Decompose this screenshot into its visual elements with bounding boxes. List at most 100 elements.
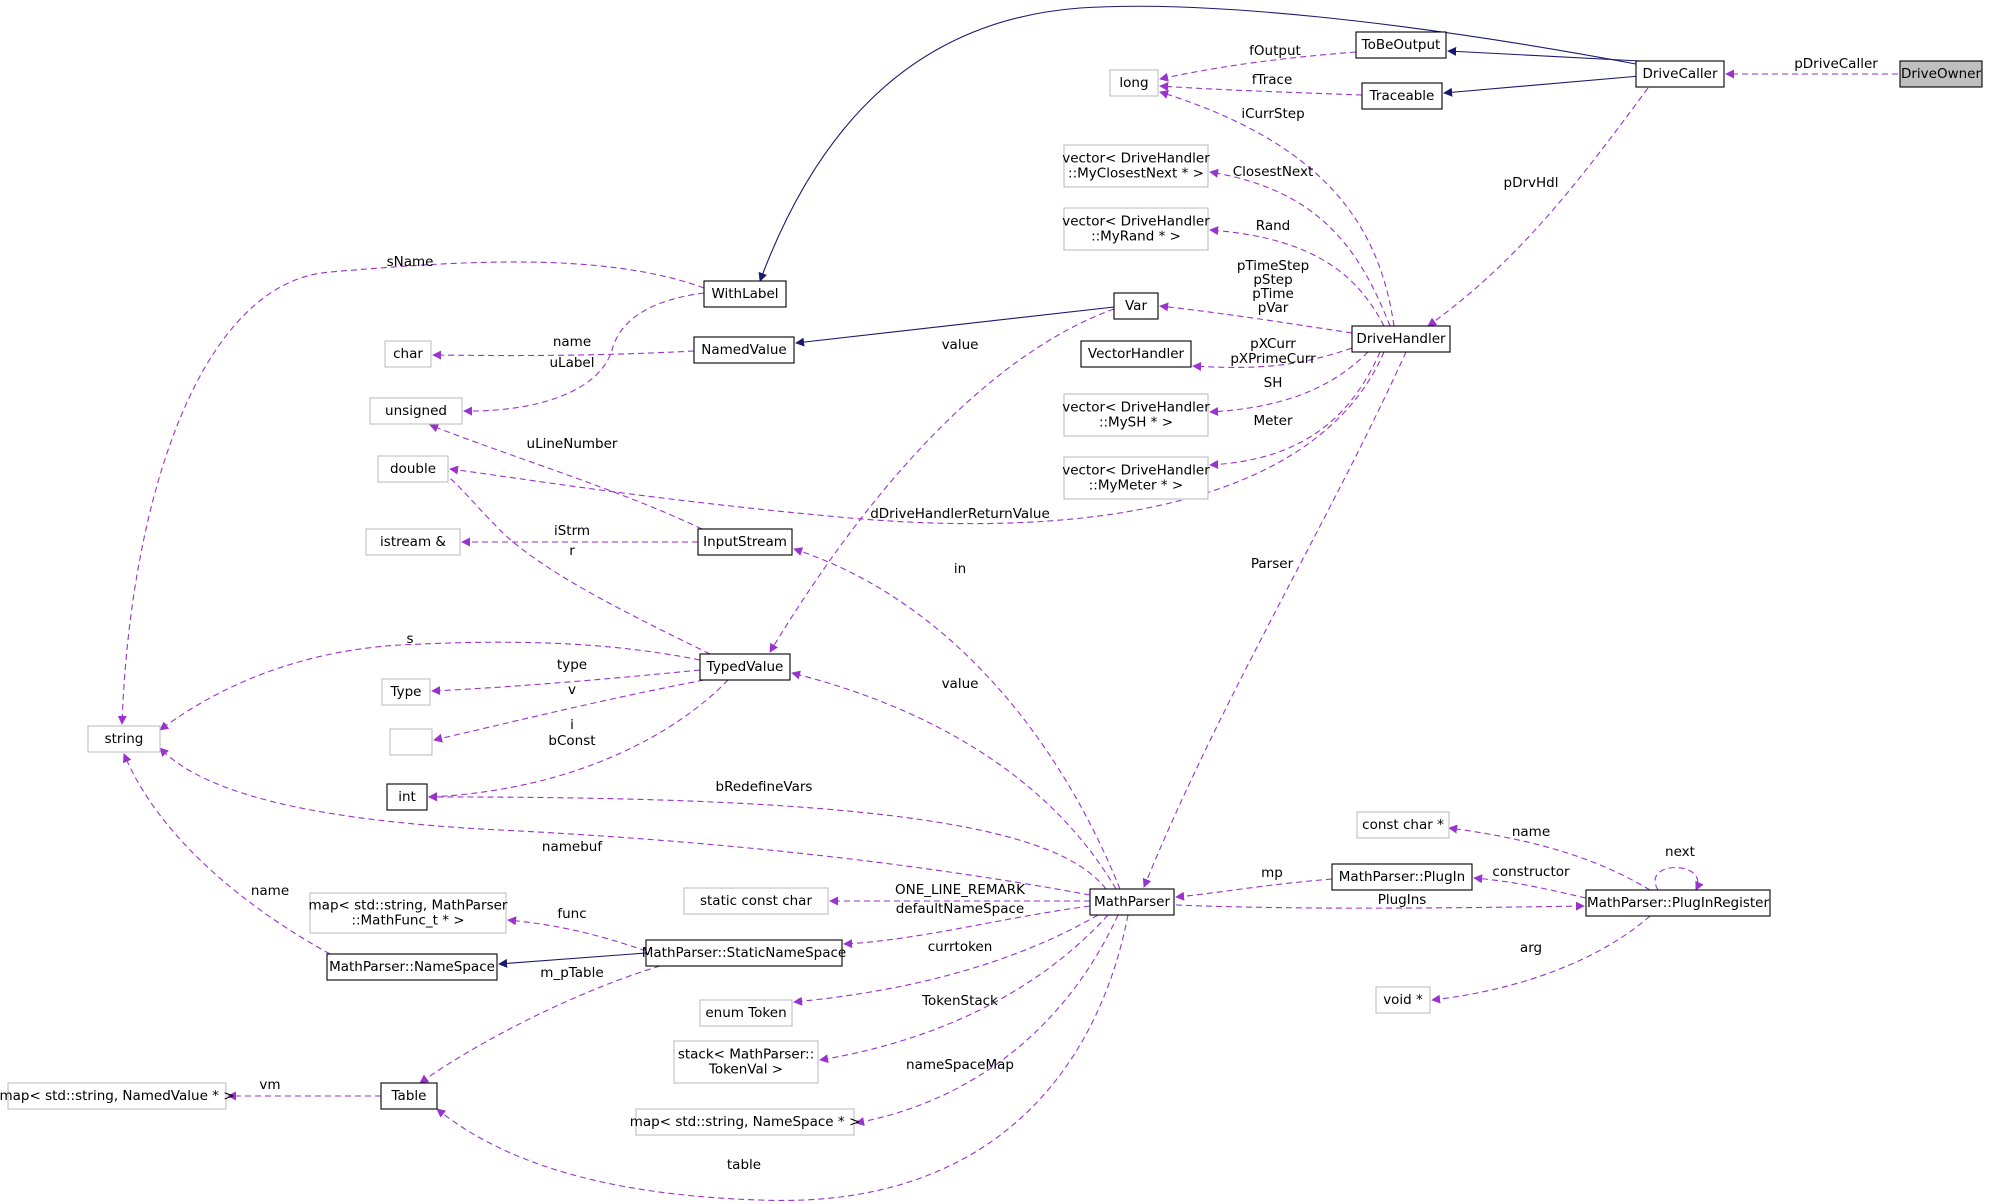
edge-label-type: type — [557, 657, 587, 673]
node-box — [381, 678, 431, 706]
node-int[interactable]: int — [386, 783, 428, 811]
node-label: map< std::string, NameSpace * > — [630, 1114, 861, 1130]
node-label: MathParser — [1094, 894, 1170, 910]
edge-label-defaultnamespace: defaultNameSpace — [896, 901, 1024, 917]
node-long: long — [1109, 69, 1159, 97]
usage-edge-in — [793, 547, 1121, 890]
edge-label-namebuf: namebuf — [542, 839, 603, 855]
node-label: vector< DriveHandler — [1062, 151, 1210, 167]
node-box — [1089, 888, 1175, 916]
node-vecsh: vector< DriveHandler::MySH * > — [1062, 393, 1210, 437]
node-label: Var — [1125, 298, 1147, 314]
node-pluginregister[interactable]: MathParser::PlugInRegister — [1585, 889, 1771, 917]
node-box — [377, 455, 449, 483]
node-vecmeter: vector< DriveHandler::MyMeter * > — [1062, 456, 1210, 500]
node-string: string — [87, 725, 161, 753]
node-box — [1063, 207, 1209, 251]
node-plugin[interactable]: MathParser::PlugIn — [1331, 863, 1473, 891]
node-box — [1355, 31, 1447, 59]
edge-labels-layer: pDriveCallerfOutputfTracepDrvHdliCurrSte… — [251, 43, 1878, 1173]
edge-label-istrm: iStrm — [554, 523, 590, 539]
node-label: MathParser::StaticNameSpace — [642, 945, 846, 961]
edge-label-tokenstack: TokenStack — [921, 993, 998, 1009]
node-istream: istream & — [365, 528, 461, 556]
usage-edge-tokenstack — [819, 914, 1109, 1064]
node-label: MathParser::NameSpace — [329, 959, 495, 975]
edge-label-v: v — [568, 682, 576, 698]
usage-edge-type — [431, 669, 701, 696]
node-tobeoutput[interactable]: ToBeOutput — [1355, 31, 1447, 59]
node-label: ::MathFunc_t * > — [351, 913, 464, 929]
edge-label-plugins: PlugIns — [1378, 892, 1427, 908]
node-drivehandler[interactable]: DriveHandler — [1351, 325, 1451, 353]
node-box — [1375, 986, 1431, 1014]
node-vecrand: vector< DriveHandler::MyRand * > — [1062, 207, 1210, 251]
usage-edge-name-char — [432, 350, 695, 360]
node-label: unsigned — [385, 403, 447, 419]
node-stacktoken: stack< MathParser::TokenVal > — [673, 1040, 819, 1084]
node-traceable[interactable]: Traceable — [1361, 82, 1443, 110]
node-vectorhandler[interactable]: VectorHandler — [1080, 340, 1192, 368]
node-table[interactable]: Table — [380, 1082, 438, 1110]
usage-edge-closestnext — [1209, 168, 1391, 327]
node-namedvalue[interactable]: NamedValue — [693, 336, 795, 364]
node-staticnamespace[interactable]: MathParser::StaticNameSpace — [642, 939, 846, 967]
node-label: Table — [391, 1088, 427, 1104]
node-type: Type — [381, 678, 431, 706]
usage-edge-func — [507, 916, 647, 952]
node-var[interactable]: Var — [1113, 292, 1159, 320]
node-label: ToBeOutput — [1361, 37, 1441, 53]
edge-label-pvar: pVar — [1258, 300, 1289, 316]
edge-label-table: table — [727, 1157, 761, 1173]
node-mapnamedvalue: map< std::string, NamedValue * > — [0, 1082, 235, 1110]
edge-label-value: value — [942, 337, 979, 353]
node-box — [386, 783, 428, 811]
node-label: VectorHandler — [1088, 346, 1185, 362]
node-box — [1635, 60, 1725, 88]
usage-edge-r — [439, 469, 711, 655]
node-label: ::MyRand * > — [1091, 229, 1181, 245]
edges-layer — [117, 5, 1898, 1201]
usage-edge-ddhrv — [449, 351, 1385, 525]
node-withlabel[interactable]: WithLabel — [703, 280, 787, 308]
node-box — [1080, 340, 1192, 368]
edge-label-namespacemap: nameSpaceMap — [906, 1057, 1014, 1073]
node-box — [384, 340, 432, 368]
node-enumtoken: enum Token — [699, 999, 793, 1027]
edge-label-ulinenumber: uLineNumber — [527, 436, 618, 452]
usage-edge-ulabel — [463, 292, 705, 416]
node-box — [683, 887, 829, 915]
node-typedvalue[interactable]: TypedValue — [699, 653, 791, 681]
usage-edge-name-ns — [122, 753, 331, 955]
node-drivecaller[interactable]: DriveCaller — [1635, 60, 1725, 88]
usage-edge-next — [1654, 866, 1704, 891]
node-mathparser[interactable]: MathParser — [1089, 888, 1175, 916]
node-box — [326, 953, 498, 981]
node-mapnamespace: map< std::string, NameSpace * > — [630, 1108, 861, 1136]
node-label: WithLabel — [711, 286, 778, 302]
node-box — [1351, 325, 1451, 353]
edge-label-name: name — [251, 883, 289, 899]
node-namespace[interactable]: MathParser::NameSpace — [326, 953, 498, 981]
node-box — [1063, 144, 1209, 188]
usage-edge-var — [1159, 302, 1353, 334]
edge-label-ftrace: fTrace — [1252, 72, 1293, 88]
node-unsigned: unsigned — [369, 397, 463, 425]
usage-edge-constructor — [1473, 874, 1587, 899]
inheritance-edge-inh-namespace — [498, 952, 647, 968]
node-box — [87, 725, 161, 753]
node-driveowner[interactable]: DriveOwner — [1899, 60, 1983, 88]
usage-edge-foutput — [1159, 51, 1357, 82]
inheritance-edge-inh-traceable — [1443, 75, 1641, 97]
usage-edge-plugins — [1175, 901, 1585, 911]
node-label: string — [105, 731, 144, 747]
node-label: int — [398, 789, 416, 805]
usage-edge-arg — [1431, 915, 1651, 1004]
node-inputstream[interactable]: InputStream — [697, 528, 793, 556]
edge-label-closestnext: ClosestNext — [1233, 164, 1314, 180]
edge-label-vm: vm — [259, 1077, 280, 1093]
edge-label-value: value — [942, 676, 979, 692]
edge-label-sh: SH — [1264, 375, 1283, 391]
node-box — [1113, 292, 1159, 320]
